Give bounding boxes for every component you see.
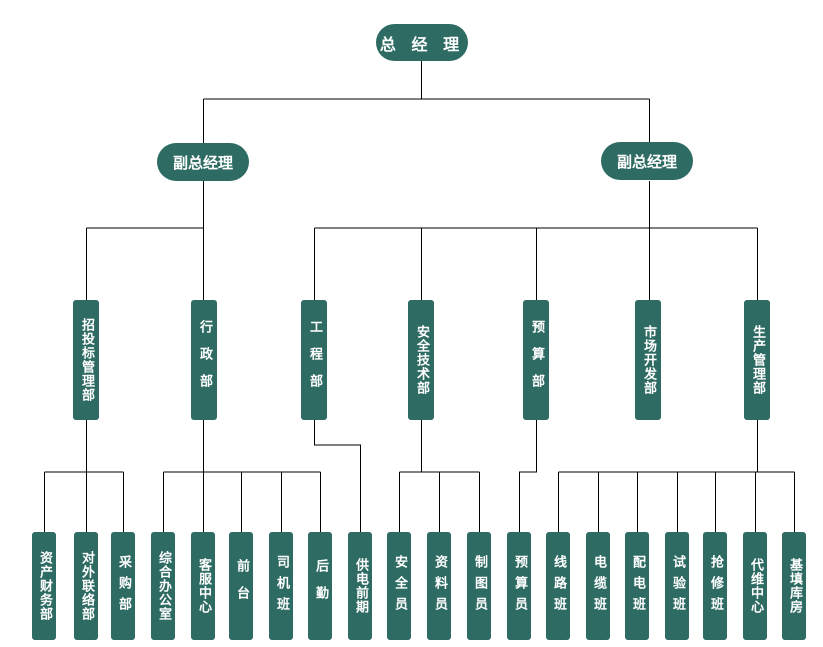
- node-unit: 资产财务部: [32, 532, 56, 640]
- node-deputy-right: 副总经理: [601, 142, 693, 180]
- node-label: 副总经理: [616, 152, 677, 171]
- connector-top: [203, 60, 650, 143]
- connector-deputy-left: [86, 181, 204, 300]
- node-unit: 配电班: [625, 532, 649, 640]
- node-label: 总 经 理: [379, 34, 465, 54]
- node-dept-safety-tech: 安全技术部: [408, 300, 434, 420]
- node-unit: 代维中心: [743, 532, 767, 640]
- node-dept-budget: 预算部: [523, 300, 549, 420]
- node-label: 前台: [234, 559, 249, 613]
- node-label: 预算员: [512, 554, 527, 618]
- node-unit: 制图员: [467, 532, 491, 640]
- node-unit: 线路班: [546, 532, 570, 640]
- node-unit: 对外联络部: [74, 532, 98, 640]
- node-label: 抢修班: [708, 554, 723, 618]
- node-label: 资产财务部: [37, 551, 52, 621]
- node-dept-market: 市场开发部: [635, 300, 661, 420]
- node-label: 代维中心: [748, 558, 763, 614]
- node-dept-engineering: 工程部: [301, 300, 327, 420]
- node-unit: 综合办公室: [151, 532, 175, 640]
- node-unit: 基填库房: [782, 532, 806, 640]
- node-label: 招投标管理部: [79, 318, 94, 402]
- node-unit: 采购部: [111, 532, 135, 640]
- node-dept-bidding: 招投标管理部: [73, 300, 99, 420]
- node-label: 资料员: [432, 554, 447, 618]
- connector-dept-budget: [519, 420, 537, 532]
- node-label: 客服中心: [196, 558, 211, 614]
- node-label: 电缆班: [591, 554, 606, 618]
- node-label: 副总经理: [172, 153, 233, 172]
- connector-dept-engineering: [314, 420, 361, 532]
- node-unit: 预算员: [507, 532, 531, 640]
- node-deputy-left: 副总经理: [157, 143, 249, 181]
- node-unit: 资料员: [427, 532, 451, 640]
- node-label: 综合办公室: [156, 551, 171, 621]
- node-dept-admin: 行政部: [191, 300, 217, 420]
- node-label: 预算部: [529, 319, 544, 401]
- node-label: 对外联络部: [79, 551, 94, 621]
- node-label: 后勤: [313, 559, 328, 613]
- node-label: 司机班: [274, 554, 289, 618]
- node-unit: 安全员: [387, 532, 411, 640]
- node-label: 采购部: [116, 554, 131, 618]
- node-dept-production: 生产管理部: [744, 300, 770, 420]
- node-label: 基填库房: [787, 558, 802, 614]
- node-label: 生产管理部: [750, 325, 765, 395]
- node-unit: 抢修班: [703, 532, 727, 640]
- node-unit: 后勤: [308, 532, 332, 640]
- node-unit: 电缆班: [586, 532, 610, 640]
- node-label: 安全员: [392, 554, 407, 618]
- node-unit: 供电前期: [348, 532, 372, 640]
- node-general-manager: 总 经 理: [376, 24, 468, 61]
- node-label: 供电前期: [353, 558, 368, 614]
- node-label: 线路班: [551, 554, 566, 618]
- connector-dept-production: [558, 420, 795, 532]
- node-unit: 前台: [229, 532, 253, 640]
- node-label: 制图员: [472, 554, 487, 618]
- node-label: 行政部: [197, 319, 212, 401]
- node-label: 工程部: [307, 319, 322, 401]
- connector-dept-admin: [163, 420, 321, 532]
- node-label: 配电班: [630, 554, 645, 618]
- connector-dept-bidding: [44, 420, 124, 532]
- node-unit: 客服中心: [191, 532, 215, 640]
- node-unit: 试验班: [665, 532, 689, 640]
- connector-dept-safety: [399, 420, 480, 532]
- connector-deputy-right: [314, 181, 758, 300]
- node-label: 安全技术部: [414, 325, 429, 395]
- node-label: 试验班: [670, 554, 685, 618]
- node-label: 市场开发部: [641, 325, 656, 395]
- node-unit: 司机班: [269, 532, 293, 640]
